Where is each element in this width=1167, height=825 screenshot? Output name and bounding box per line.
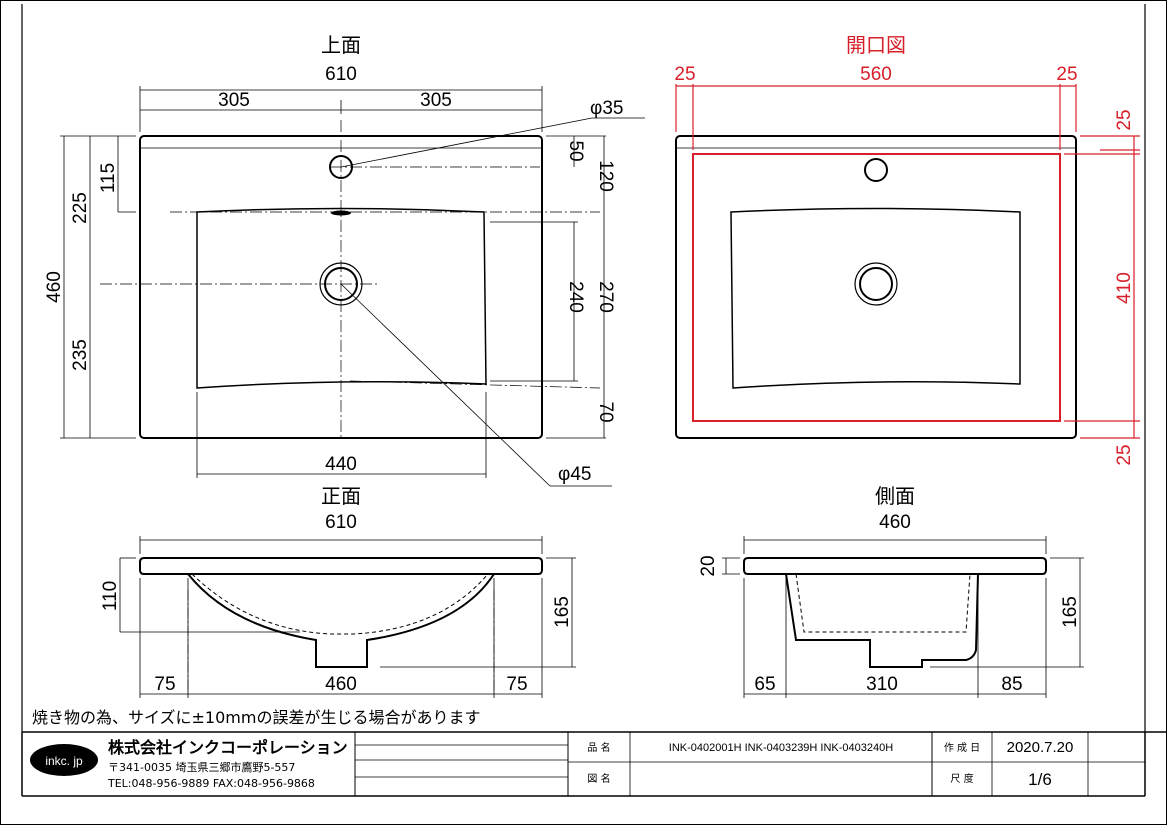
top-view-bowl: [196, 207, 487, 389]
created-value: 2020.7.20: [1007, 739, 1074, 756]
dim-open-top: 25: [1114, 109, 1135, 130]
top-view: [60, 86, 645, 487]
tolerance-note: 焼き物の為、サイズに±10mmの誤差が生じる場合があります: [32, 708, 480, 727]
dim-right-120: 120: [595, 160, 616, 192]
dim-bowl-width: 440: [325, 454, 357, 475]
dim-front-right: 75: [506, 674, 527, 695]
dim-top-lower: 235: [70, 339, 91, 371]
top-view-title: 上面: [321, 33, 361, 57]
view-titles: 上面 開口図 正面 側面: [321, 33, 915, 508]
dim-front-left: 75: [154, 674, 175, 695]
dim-front-165: 165: [552, 596, 573, 628]
created-label: 作 成 日: [944, 742, 980, 754]
opening-cutout: [692, 153, 1061, 422]
company-contact: TEL:048-956-9889 FAX:048-956-9868: [107, 777, 315, 790]
front-bowl: [187, 573, 495, 668]
opening-dims: 25 560 25 25 410 25: [674, 64, 1135, 466]
company-logo: [30, 744, 98, 776]
top-dims: 610 305 305 φ35 φ45 440 460 225 235 115 …: [44, 64, 623, 485]
side-bowl: [785, 573, 979, 668]
side-dims: 460 20 165 65 310 85: [698, 512, 1081, 695]
dim-open-left: 25: [674, 64, 695, 85]
dim-open-bottom: 25: [1114, 444, 1135, 465]
opening-faucet-hole: [864, 158, 888, 182]
dim-hole-offset: 115: [98, 163, 119, 193]
side-view-title: 側面: [875, 484, 915, 508]
opening-drain: [859, 267, 893, 301]
dim-right-50: 50: [565, 140, 586, 161]
side-rim: [743, 557, 1047, 575]
opening-bowl: [730, 207, 1021, 389]
dim-top-depth: 460: [44, 271, 65, 303]
drawing-frame: [21, 4, 1146, 732]
dim-right-270: 270: [595, 281, 616, 313]
front-rim: [139, 557, 543, 575]
dim-right-70: 70: [595, 401, 616, 422]
dim-side-middle: 310: [866, 674, 898, 695]
dim-open-height: 410: [1114, 272, 1135, 304]
dim-front-middle: 460: [325, 674, 357, 695]
dim-front-110: 110: [100, 581, 121, 611]
dim-side-width: 460: [879, 512, 911, 533]
dim-drain-dia: φ45: [558, 464, 591, 485]
dim-side-right: 85: [1001, 674, 1022, 695]
drawing-label: 図 名: [587, 772, 610, 785]
dim-open-right: 25: [1056, 64, 1077, 85]
company-address: 〒341-0035 埼玉県三郷市鷹野5-557: [108, 760, 295, 774]
dim-top-left-half: 305: [218, 90, 250, 111]
side-view: [722, 536, 1084, 698]
dim-hole-dia: φ35: [590, 98, 623, 119]
company-logo-text: inkc. jp: [45, 754, 83, 768]
dim-side-left: 65: [754, 674, 775, 695]
opening-view: [675, 84, 1140, 439]
dim-top-width: 610: [325, 64, 357, 85]
dim-side-165: 165: [1060, 596, 1081, 628]
scale-value: 1/6: [1028, 770, 1052, 789]
front-view-title: 正面: [321, 484, 361, 508]
dim-side-20: 20: [698, 555, 719, 576]
product-label: 品 名: [587, 741, 610, 754]
dim-top-right-half: 305: [420, 90, 452, 111]
front-view: [119, 536, 576, 698]
dim-open-middle: 560: [860, 64, 892, 85]
opening-outline: [675, 135, 1077, 439]
dim-front-width: 610: [325, 512, 357, 533]
product-value: INK-0402001H INK-0403239H INK-0403240H: [669, 742, 893, 754]
title-block: inkc. jp 株式会社インクコーポレーション 〒341-0035 埼玉県三郷…: [21, 731, 1167, 797]
dim-right-240: 240: [565, 281, 586, 313]
opening-view-title: 開口図: [846, 33, 906, 57]
dim-top-upper: 225: [70, 192, 91, 224]
front-dims: 610 110 165 75 460 75: [100, 512, 573, 695]
scale-label: 尺 度: [950, 772, 973, 785]
company-name: 株式会社インクコーポレーション: [108, 738, 348, 757]
